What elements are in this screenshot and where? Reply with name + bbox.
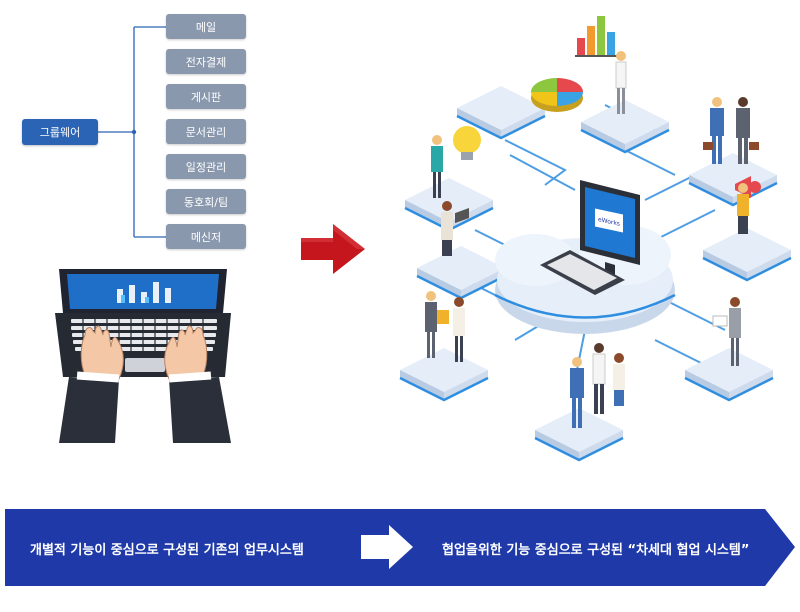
right-sleeve: [169, 377, 231, 443]
cloud-monitor: eWorks: [580, 180, 640, 275]
person-with-bulb: [431, 135, 443, 198]
pie-chart-icon: [531, 78, 583, 112]
person-top: [615, 51, 627, 114]
person-with-document: [712, 297, 741, 366]
transition-arrow-icon: [301, 224, 365, 274]
menu-item-club-team: 동호회/팀: [166, 189, 246, 214]
menu-item-approval: 전자결제: [166, 49, 246, 74]
monitor-logo-text: eWorks: [598, 216, 620, 228]
platform-right-1: [687, 151, 779, 207]
bar-chart-icon: [575, 16, 617, 57]
cloud-keyboard: [540, 250, 625, 295]
platform-left-3: [398, 346, 490, 402]
person-with-megaphone: [737, 183, 749, 234]
menu-item-board: 게시판: [166, 84, 246, 109]
people-with-folders: [425, 291, 465, 362]
laptop-screen: [67, 274, 219, 309]
banner-left-text: 개별적 기능이 중심으로 구성된 기존의 업무시스템: [30, 543, 304, 558]
laptop-illustration: [55, 269, 231, 443]
business-pair-right: [703, 97, 759, 164]
bottom-banner: [5, 509, 795, 586]
menu-item-schedule: 일정관리: [166, 154, 246, 179]
banner-arrow-icon: [361, 525, 413, 569]
group-bottom: [570, 343, 625, 428]
platform-right-3: [683, 346, 775, 402]
left-sleeve: [59, 377, 119, 443]
lightbulb-icon: [453, 126, 481, 160]
menu-item-mail: 메일: [166, 14, 246, 39]
menu-item-messenger: 메신저: [166, 224, 246, 249]
banner-right-text: 협업을위한 기능 중심으로 구성된 “차세대 협업 시스템”: [442, 543, 750, 558]
touchpad: [125, 358, 165, 372]
platform-left-2: [415, 244, 507, 300]
groupware-root-node: 그룹웨어: [22, 119, 98, 145]
platform-right-2: [701, 226, 793, 282]
person-with-tablet: [441, 201, 469, 256]
collaboration-network-illustration: eWorks: [398, 16, 793, 462]
menu-item-documents: 문서관리: [166, 119, 246, 144]
